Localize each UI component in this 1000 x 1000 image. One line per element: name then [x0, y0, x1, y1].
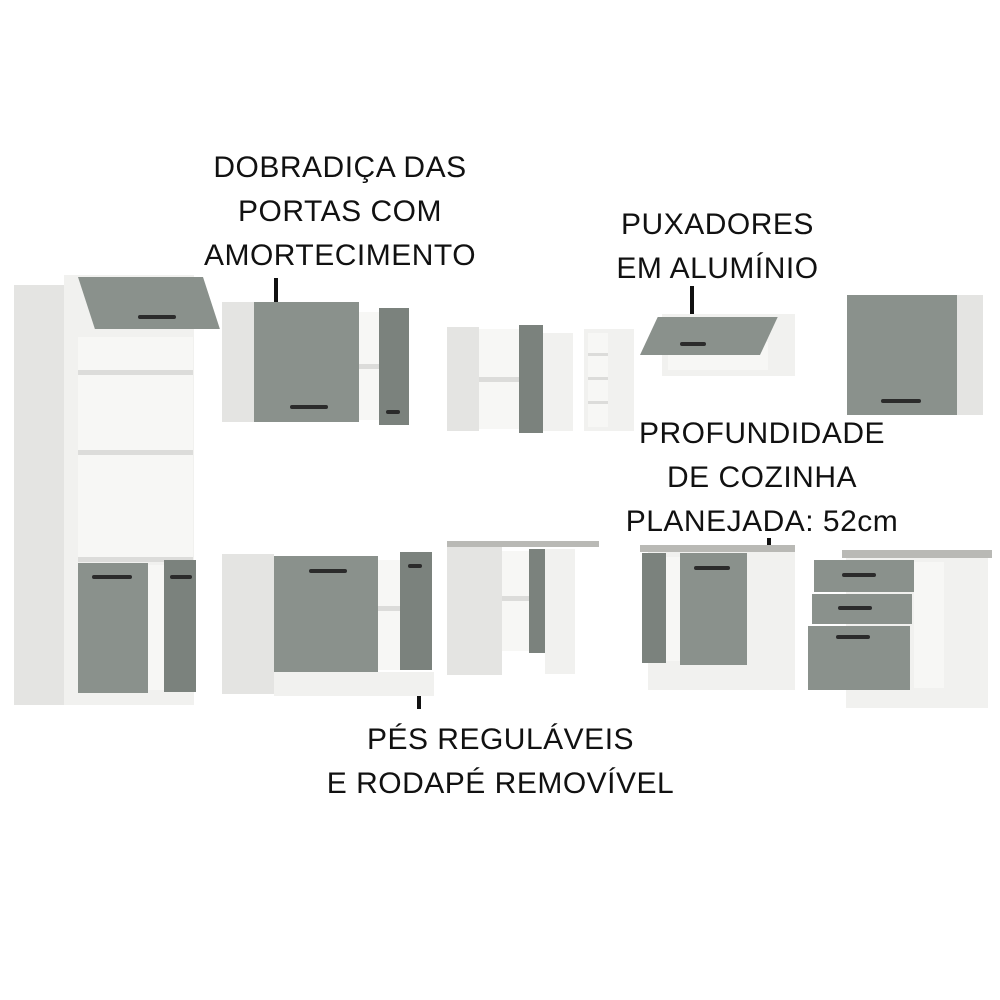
upper-flip-up-cabinet	[640, 312, 795, 377]
annotation-depth-line-2: DE COZINHA	[666, 461, 857, 494]
upper-corner-side	[447, 327, 479, 431]
base-sink-right-door	[400, 552, 432, 670]
base-sink-plinth	[274, 672, 434, 696]
tall-oven-tower	[14, 275, 220, 710]
handles-pointer-line	[690, 286, 694, 341]
tower-shelf-1	[78, 370, 193, 375]
drawer-2-handle	[838, 606, 872, 610]
tower-flip-up-handle	[138, 315, 176, 319]
upper2-side	[222, 302, 254, 422]
upper2-right-door	[379, 308, 409, 425]
base-sink-right-handle	[408, 564, 422, 568]
annotation-hinges: DOBRADIÇA DAS PORTAS COM AMORTECIMENTO	[195, 146, 485, 278]
upper2-right-handle	[386, 410, 400, 414]
annotation-hinges-line-3: AMORTECIMENTO	[203, 239, 477, 272]
base-sink-shelf	[378, 606, 400, 611]
base-sink-cabinet-2-doors	[222, 550, 437, 700]
base-corner-cabinet	[447, 541, 602, 676]
base-corner-front-panel	[545, 549, 575, 674]
drawer-cabinet-countertop	[842, 550, 992, 558]
upper-corner-shelf	[479, 377, 519, 382]
base-cabinet-2-doors	[640, 545, 795, 690]
tower-lower-right-door	[164, 560, 196, 692]
base-corner-shelf	[502, 596, 529, 601]
upper-corner-door	[519, 325, 543, 433]
annotation-handles-line-1: PUXADORES	[621, 208, 814, 241]
annotation-depth-line-1: PROFUNDIDADE	[638, 417, 885, 450]
base2-interior	[666, 557, 680, 661]
base-sink-interior	[378, 560, 400, 670]
tower-flip-up-door	[78, 277, 220, 329]
annotation-depth-line-3: PLANEJADA: 52cm	[625, 505, 899, 538]
annotation-hinges-line-2: PORTAS COM	[238, 195, 442, 228]
tower-lower-left-handle	[92, 575, 132, 579]
hinges-pointer-line	[274, 278, 278, 311]
open-shelf-interior	[588, 333, 608, 427]
open-shelf-2	[588, 377, 608, 380]
upper-corner-cabinet	[447, 325, 577, 433]
upper1-side	[955, 295, 983, 415]
open-shelf-1	[588, 353, 608, 356]
upper2-left-door	[254, 302, 359, 422]
upper-open-shelf	[584, 329, 634, 431]
annotation-feet: PÉS REGULÁVEIS E RODAPÉ REMOVÍVEL	[318, 718, 683, 806]
annotation-feet-line-1: PÉS REGULÁVEIS	[366, 723, 635, 756]
base-sink-left-handle	[309, 569, 347, 573]
flip-up-handle	[680, 342, 706, 346]
upper-corner-front-panel	[543, 333, 573, 431]
upper1-door	[847, 295, 957, 415]
tower-shelf-3	[78, 557, 193, 562]
base2-left-door	[642, 553, 666, 663]
upper-cabinet-2-doors	[222, 302, 412, 426]
flip-up-door	[640, 317, 778, 355]
base-drawer-cabinet	[806, 550, 992, 710]
annotation-feet-line-2: E RODAPÉ REMOVÍVEL	[326, 767, 675, 800]
base2-right-door	[680, 553, 747, 665]
annotation-handles: PUXADORES EM ALUMÍNIO	[600, 203, 835, 291]
upper2-shelf	[359, 364, 379, 369]
base-corner-interior	[502, 551, 529, 651]
drawer-1-handle	[842, 573, 876, 577]
annotation-handles-line-2: EM ALUMÍNIO	[616, 252, 819, 285]
annotation-hinges-line-1: DOBRADIÇA DAS	[213, 151, 467, 184]
upper1-handle	[881, 399, 921, 403]
base-corner-door	[529, 549, 545, 653]
base-corner-countertop	[447, 541, 599, 547]
tower-shelf-2	[78, 450, 193, 455]
tower-lower-interior	[148, 565, 166, 690]
base-corner-side	[447, 547, 502, 675]
open-shelf-3	[588, 401, 608, 404]
drawer-boxes-side	[914, 562, 944, 688]
base-sink-side	[222, 554, 274, 694]
base2-countertop	[640, 545, 795, 552]
base-sink-left-door	[274, 556, 378, 672]
upper2-left-handle	[290, 405, 328, 409]
tower-side-panel	[14, 285, 64, 705]
annotation-depth: PROFUNDIDADE DE COZINHA PLANEJADA: 52cm	[612, 412, 912, 544]
base2-right-handle	[694, 566, 730, 570]
tower-lower-left-door	[78, 563, 148, 693]
tower-lower-right-handle	[170, 575, 192, 579]
upper-cabinet-1-door	[845, 293, 985, 418]
drawer-3-handle	[836, 635, 870, 639]
